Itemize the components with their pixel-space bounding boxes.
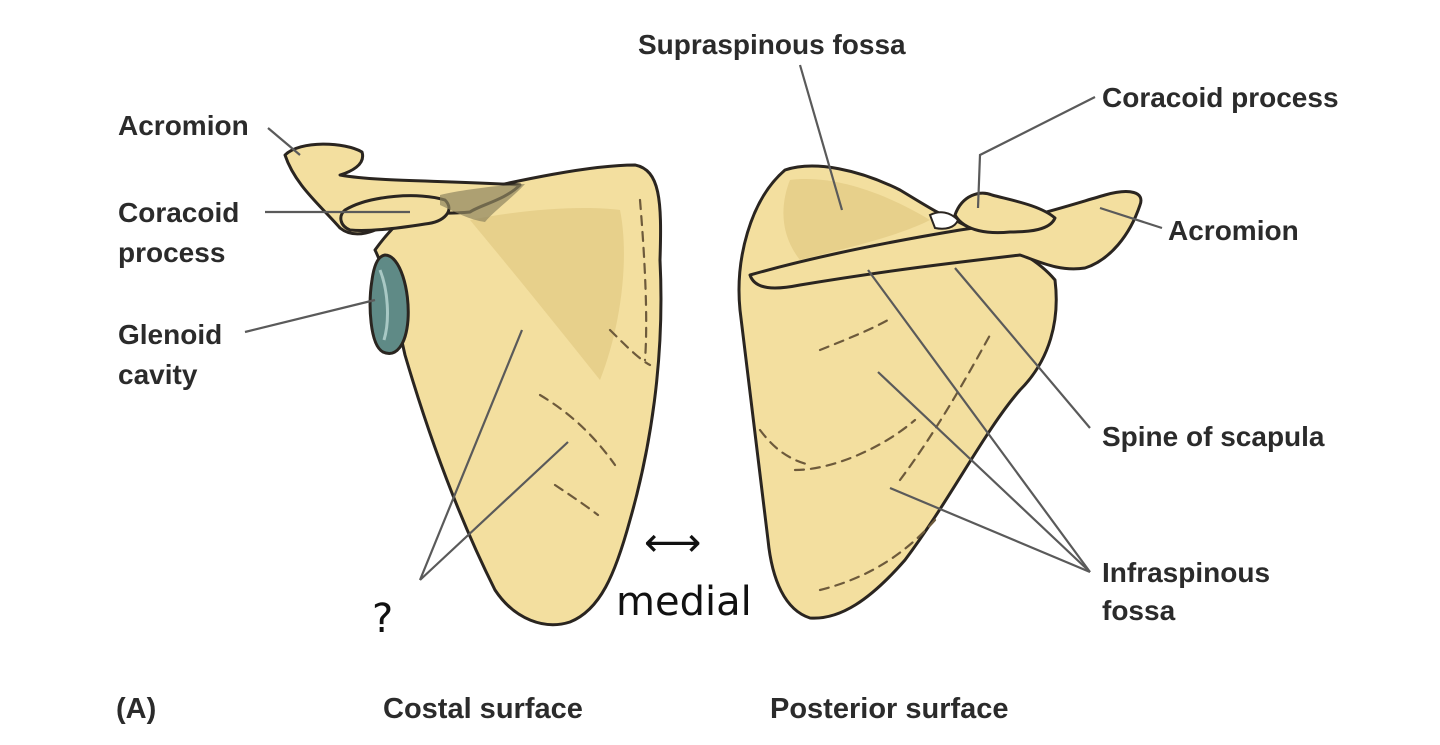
label-coracoid-left-1: Coracoid bbox=[118, 197, 239, 228]
leader-supraspinous bbox=[798, 64, 844, 211]
costal-notch-shadow bbox=[440, 184, 525, 222]
costal-scapula bbox=[283, 142, 663, 627]
posterior-ridge-4 bbox=[818, 318, 890, 352]
label-acromion-right: Acromion bbox=[1168, 215, 1299, 246]
caption-costal-surface: Costal surface bbox=[383, 693, 583, 725]
annotation-question-mark: ? bbox=[372, 596, 393, 642]
costal-ridge-4 bbox=[638, 198, 648, 362]
posterior-ridge-3 bbox=[818, 518, 937, 592]
posterior-coracoid bbox=[953, 191, 1057, 235]
leader-acromion-right bbox=[1099, 206, 1163, 230]
labels: Acromion Coracoid process Glenoid cavity… bbox=[118, 29, 1339, 626]
annotation-medial: medial bbox=[616, 579, 752, 625]
caption-panel: (A) bbox=[116, 693, 156, 725]
glenoid-highlight bbox=[378, 269, 389, 341]
leader-question-1 bbox=[418, 329, 524, 581]
label-spine-of-scapula: Spine of scapula bbox=[1102, 421, 1325, 452]
leader-question-2 bbox=[419, 441, 569, 581]
leader-acromion-left bbox=[267, 127, 301, 156]
leader-infraspinous-3 bbox=[889, 486, 1091, 574]
label-glenoid-2: cavity bbox=[118, 359, 198, 390]
costal-scapula-shade bbox=[470, 208, 624, 380]
leader-glenoid bbox=[244, 298, 376, 334]
costal-ridge-1 bbox=[538, 393, 617, 467]
leader-spine bbox=[954, 267, 1091, 429]
label-glenoid-1: Glenoid bbox=[118, 319, 222, 350]
glenoid-cavity bbox=[368, 253, 410, 355]
label-infraspinous-1: Infraspinous bbox=[1102, 557, 1270, 588]
annotation-arrow: ⟷ bbox=[644, 520, 701, 566]
posterior-ridge-1 bbox=[793, 418, 917, 472]
leader-infraspinous-2 bbox=[877, 371, 1091, 573]
leader-infraspinous-1 bbox=[867, 269, 1091, 573]
costal-ridge-3 bbox=[553, 483, 600, 517]
costal-ridge-2 bbox=[608, 328, 652, 367]
label-infraspinous-2: fossa bbox=[1102, 595, 1176, 626]
posterior-ridge-5 bbox=[758, 428, 812, 467]
leader-lines bbox=[244, 64, 1163, 581]
label-acromion-left: Acromion bbox=[118, 110, 249, 141]
label-supraspinous-fossa: Supraspinous fossa bbox=[638, 29, 906, 60]
label-coracoid-right: Coracoid process bbox=[1102, 82, 1339, 113]
posterior-scapula bbox=[737, 164, 1143, 620]
leader-coracoid-right bbox=[976, 96, 1096, 209]
supraspinous-shade bbox=[783, 179, 930, 260]
label-coracoid-left-2: process bbox=[118, 237, 225, 268]
captions: (A) Costal surface Posterior surface bbox=[116, 693, 1009, 725]
suprascapular-notch bbox=[928, 211, 960, 230]
caption-posterior-surface: Posterior surface bbox=[770, 693, 1009, 725]
posterior-ridge-2 bbox=[898, 333, 992, 482]
handwritten-annotations: ? ⟷ medial bbox=[372, 520, 752, 642]
